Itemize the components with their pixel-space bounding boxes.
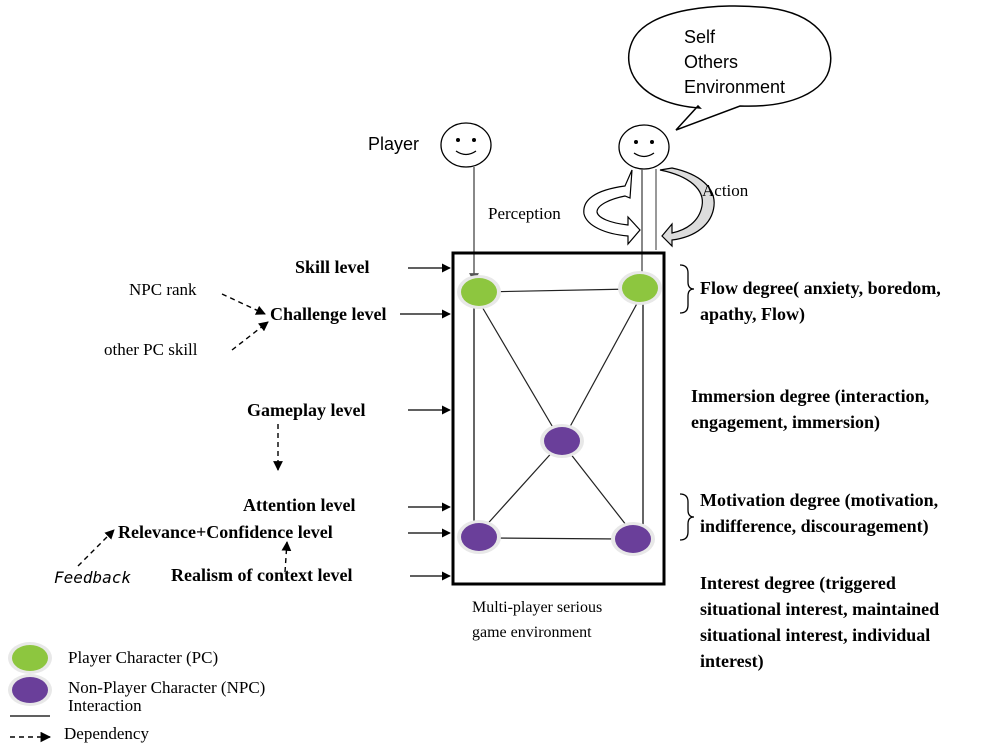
player-smiley-icon (440, 122, 492, 168)
flow-brace (679, 264, 695, 314)
npc-rank-label: NPC rank (129, 280, 197, 299)
motivation-brace (679, 493, 695, 541)
action-arrow-icon (659, 167, 715, 248)
interaction-edges (477, 288, 641, 540)
legend-pc-label: Player Character (PC) (68, 648, 219, 667)
environment-caption-line-1: Multi-player serious (472, 599, 603, 616)
bubble-line-self: Self (684, 27, 716, 47)
attention-level-label: Attention level (243, 495, 356, 515)
relevance-confidence-level-label: Relevance+Confidence level (118, 522, 333, 542)
legend-interaction-label: Interaction (68, 696, 142, 715)
realism-context-level-label: Realism of context level (171, 565, 353, 585)
dependency-arrows (77, 293, 292, 573)
motivation-degree-text: Motivation degree (motivation, indiffere… (700, 490, 939, 536)
legend-npc-symbol (8, 674, 52, 706)
npc-node-bottom-left (457, 520, 501, 554)
level-input-arrows (400, 263, 451, 581)
challenge-level-label: Challenge level (270, 304, 387, 324)
player-label: Player (368, 134, 420, 154)
speech-bubble (627, 5, 832, 131)
interest-degree-text: Interest degree (triggered situational i… (700, 573, 940, 671)
pc-node-top-left (457, 275, 501, 309)
other-pc-skill-label: other PC skill (104, 340, 198, 359)
pc-node-top-right (618, 271, 662, 305)
gameplay-level-label: Gameplay level (247, 400, 366, 420)
legend-npc-label: Non-Player Character (NPC) (68, 678, 266, 697)
feedback-label: Feedback (54, 568, 132, 587)
perception-arrow-icon (583, 169, 641, 246)
bubble-line-environment: Environment (684, 77, 786, 97)
skill-level-label: Skill level (295, 257, 370, 277)
second-player-smiley-icon (618, 124, 670, 170)
legend-pc-symbol (8, 642, 52, 674)
environment-caption-line-2: game environment (472, 624, 592, 641)
flow-degree-text: Flow degree( anxiety, boredom, apathy, F… (700, 278, 941, 324)
legend-dependency-label: Dependency (64, 724, 149, 743)
perception-label: Perception (488, 204, 561, 223)
immersion-degree-text: Immersion degree (interaction, engagemen… (691, 386, 930, 432)
action-label: Action (702, 181, 749, 200)
npc-node-bottom-right (611, 522, 655, 556)
npc-node-center (540, 424, 584, 458)
game-environment-box (451, 251, 666, 586)
bubble-line-others: Others (684, 52, 739, 72)
